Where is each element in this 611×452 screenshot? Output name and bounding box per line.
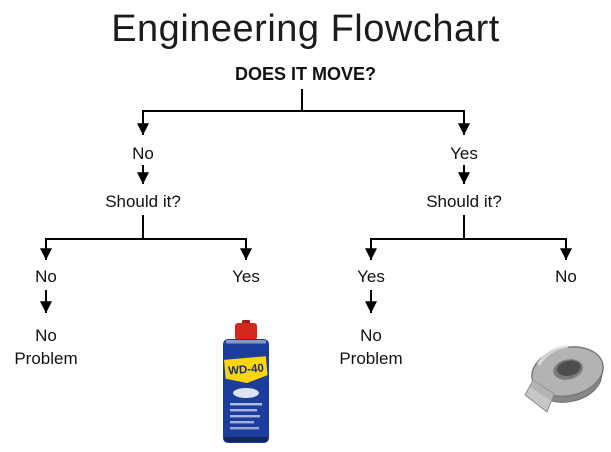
right-no-problem-result: No Problem bbox=[339, 326, 403, 368]
left-branch-answer: No bbox=[132, 144, 154, 163]
page-title: Engineering Flowchart bbox=[111, 8, 500, 50]
left-yes-answer: Yes bbox=[232, 267, 260, 286]
wd40-shield bbox=[224, 356, 268, 383]
left-branch-question: Should it? bbox=[105, 192, 181, 211]
wd40-cap bbox=[235, 323, 257, 340]
wd40-can-icon: WD-40 bbox=[223, 320, 269, 443]
right-yes-answer: Yes bbox=[357, 267, 385, 286]
right-no-answer: No bbox=[555, 267, 577, 286]
right-branch-answer: Yes bbox=[450, 144, 478, 163]
left-no-problem-result: No Problem bbox=[14, 326, 78, 368]
duct-tape-icon bbox=[524, 344, 604, 413]
tape-hole bbox=[557, 360, 581, 377]
left-no-answer: No bbox=[35, 267, 57, 286]
right-branch-question: Should it? bbox=[426, 192, 502, 211]
root-question: DOES IT MOVE? bbox=[234, 64, 376, 84]
wd40-brand-text: WD-40 bbox=[228, 362, 265, 377]
